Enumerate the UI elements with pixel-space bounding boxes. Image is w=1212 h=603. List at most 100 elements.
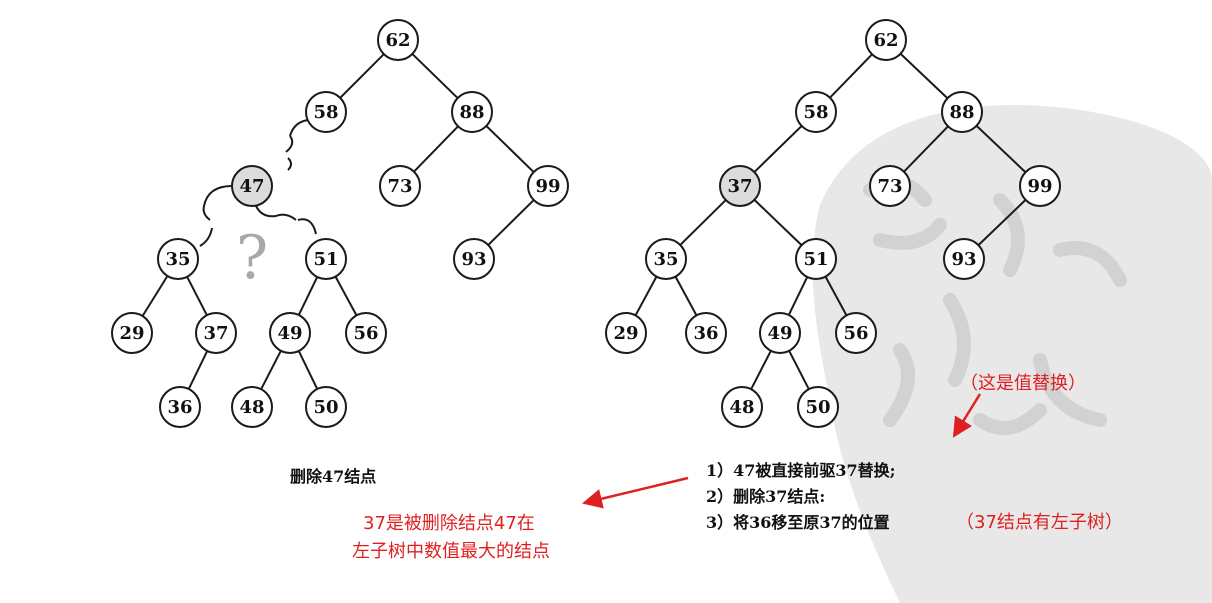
tree-node: 36 [159, 386, 201, 428]
tree-node: 99 [527, 165, 569, 207]
max-node-note-line1: 37是被删除结点47在 [363, 513, 535, 534]
tree-edge [824, 276, 848, 316]
arrow-to-step1 [952, 393, 982, 438]
svg-text:56: 56 [353, 323, 378, 344]
tree-node: 29 [111, 312, 153, 354]
tree-node: 35 [645, 238, 687, 280]
tree-node: 58 [795, 91, 837, 133]
step-1: 1）47被直接前驱37替换; [706, 461, 896, 480]
broken-links [199, 119, 317, 247]
tree-edge [260, 350, 282, 390]
tree-edge [753, 125, 803, 173]
tree-edge [187, 350, 209, 390]
tree-edge [788, 350, 810, 390]
svg-text:58: 58 [313, 102, 338, 123]
svg-text:49: 49 [277, 323, 302, 344]
tree-node: 37 [195, 312, 237, 354]
svg-text:73: 73 [387, 176, 412, 197]
svg-text:88: 88 [459, 102, 484, 123]
broken-link-47-35 [199, 185, 233, 247]
tree-node: 51 [305, 238, 347, 280]
svg-text:36: 36 [693, 323, 718, 344]
svg-text:93: 93 [461, 249, 486, 270]
tree-edge [787, 276, 809, 316]
tree-node: 48 [721, 386, 763, 428]
svg-text:58: 58 [803, 102, 828, 123]
tree-edge [339, 53, 385, 99]
tree-node: 93 [943, 238, 985, 280]
svg-text:73: 73 [877, 176, 902, 197]
tree-node: 48 [231, 386, 273, 428]
tree-node: 35 [157, 238, 199, 280]
left-subtree-note: （37结点有左子树） [956, 512, 1123, 533]
tree-node: 73 [869, 165, 911, 207]
tree-node: 49 [269, 312, 311, 354]
tree-edge [186, 276, 208, 316]
svg-text:29: 29 [613, 323, 638, 344]
tree-edge [679, 199, 727, 246]
tree-node: 50 [797, 386, 839, 428]
step-2: 2）删除37结点: [706, 487, 826, 506]
tree-node: 49 [759, 312, 801, 354]
broken-link-58-47 [285, 119, 309, 171]
svg-text:48: 48 [729, 397, 754, 418]
steps-list: 1）47被直接前驱37替换; 2）删除37结点: 3）将36移至原37的位置 [706, 458, 896, 536]
svg-text:35: 35 [653, 249, 678, 270]
svg-text:51: 51 [313, 249, 338, 270]
svg-text:51: 51 [803, 249, 828, 270]
tree-edge [411, 53, 459, 99]
tree-node: 99 [1019, 165, 1061, 207]
tree-node: 56 [835, 312, 877, 354]
svg-text:29: 29 [119, 323, 144, 344]
tree-edge [975, 125, 1027, 173]
tree-edge [977, 199, 1027, 246]
svg-text:47: 47 [239, 176, 264, 197]
tree-edge [297, 350, 319, 390]
left-tree-edges [141, 53, 535, 390]
svg-text:99: 99 [1027, 176, 1052, 197]
tree-edge [413, 125, 459, 173]
right-tree-edges [634, 53, 1027, 390]
tree-node: 62 [377, 19, 419, 61]
svg-text:50: 50 [313, 397, 338, 418]
broken-link-47-51 [255, 205, 317, 235]
tree-node: 58 [305, 91, 347, 133]
tree-node: 88 [451, 91, 493, 133]
svg-text:48: 48 [239, 397, 264, 418]
left-tree: 62 58 88 47 73 99 35 51 93 29 37 49 56 3… [111, 19, 569, 428]
svg-text:56: 56 [843, 323, 868, 344]
tree-edge [753, 199, 803, 246]
tree-edge [485, 125, 535, 173]
tree-edge [899, 53, 949, 99]
arrow-to-caption [582, 476, 689, 509]
svg-text:36: 36 [167, 397, 192, 418]
svg-text:49: 49 [767, 323, 792, 344]
max-node-note-line2: 左子树中数值最大的结点 [352, 541, 550, 562]
svg-text:62: 62 [873, 30, 898, 51]
tree-edge [750, 350, 772, 390]
svg-text:35: 35 [165, 249, 190, 270]
right-tree: 62 58 88 37 73 99 35 51 93 29 36 49 56 4… [605, 19, 1061, 428]
tree-edge [829, 53, 873, 99]
tree-edge [903, 125, 949, 173]
tree-node-deleted: 47 [231, 165, 273, 207]
tree-edge [634, 276, 658, 316]
tree-node: 50 [305, 386, 347, 428]
svg-text:37: 37 [727, 176, 752, 197]
tree-edge [334, 276, 358, 316]
tree-node-replaced: 37 [719, 165, 761, 207]
tree-edge [487, 199, 535, 246]
tree-edge [297, 276, 319, 316]
svg-text:93: 93 [951, 249, 976, 270]
tree-node: 56 [345, 312, 387, 354]
svg-text:99: 99 [535, 176, 560, 197]
svg-text:62: 62 [385, 30, 410, 51]
tree-edge [674, 276, 698, 316]
left-caption: 删除47结点 [290, 467, 377, 486]
tree-node: 51 [795, 238, 837, 280]
tree-node: 88 [941, 91, 983, 133]
svg-text:88: 88 [949, 102, 974, 123]
step-3: 3）将36移至原37的位置 [706, 513, 890, 532]
value-replace-note: （这是值替换） [960, 373, 1086, 394]
